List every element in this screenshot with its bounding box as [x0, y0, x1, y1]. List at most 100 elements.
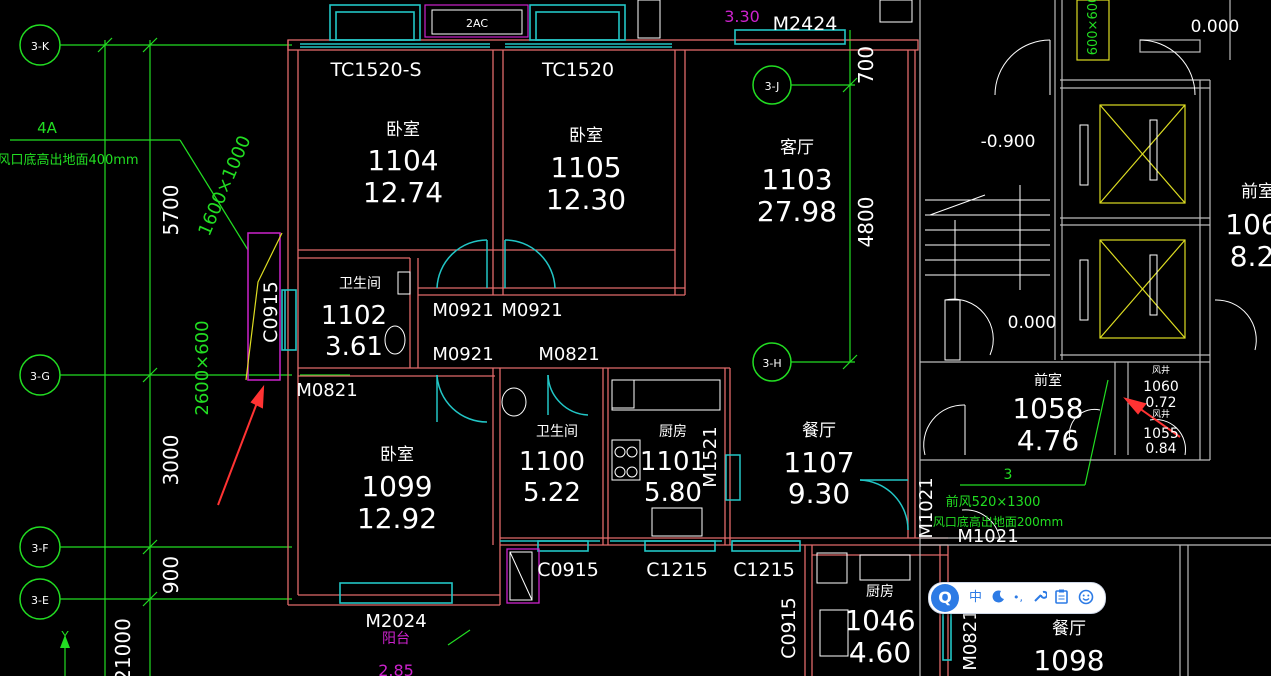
room-1100-area: 5.22: [523, 478, 581, 508]
window-2ac-label: 2AC: [466, 17, 488, 30]
room-1100-name: 卫生间: [536, 424, 578, 440]
room-1099-id: 1099: [361, 470, 432, 503]
window-c0915-b: C0915: [537, 559, 599, 581]
grid-label-3h: 3-H: [762, 357, 781, 370]
clipboard-icon[interactable]: [1055, 589, 1068, 610]
room-1107-name: 餐厅: [802, 421, 836, 441]
dim-3000: 3000: [159, 435, 183, 486]
grid-label-3e: 3-E: [31, 594, 49, 607]
room-1058-id: 1058: [1012, 392, 1083, 425]
shaft-1060-label: 风井: [1152, 364, 1170, 376]
room-1058-area: 4.76: [1017, 424, 1079, 457]
dim-4800: 4800: [854, 197, 878, 248]
vent-label: 4A: [37, 119, 58, 137]
window-tc1520: TC1520: [541, 59, 614, 81]
level-2-85: 2.85: [378, 661, 414, 676]
room-1046-area: 4.60: [849, 636, 911, 669]
shaft-1055-area: 0.84: [1145, 441, 1176, 457]
level-minus-0900: -0.900: [981, 132, 1036, 152]
window-m2424: M2424: [773, 13, 838, 35]
room-1101-area: 5.80: [644, 478, 702, 508]
room-1104-area: 12.74: [363, 176, 443, 209]
room-1098-id: 1098: [1033, 644, 1104, 676]
wrench-icon[interactable]: [1033, 589, 1048, 609]
ime-toolbar[interactable]: Q 中 •,: [928, 582, 1106, 614]
dim-5700: 5700: [159, 185, 183, 236]
room-1102-area: 3.61: [325, 332, 383, 362]
window-c0915-a: C0915: [260, 281, 282, 343]
grid-label-3k: 3-K: [31, 40, 50, 53]
vent-size-1: 1600×1000: [194, 133, 255, 239]
room-1099-name: 卧室: [380, 445, 414, 465]
room-106-name: 前室: [1241, 182, 1271, 202]
dim-900: 900: [159, 556, 183, 594]
room-1101-name: 厨房: [659, 424, 687, 440]
level-3-30: 3.30: [724, 7, 760, 26]
walls: [287, 39, 949, 676]
ime-language-toggle[interactable]: 中: [969, 590, 983, 605]
moon-icon[interactable]: [992, 589, 1006, 609]
punctuation-icon[interactable]: •,: [1013, 591, 1023, 604]
room-1107-id: 1107: [783, 446, 854, 479]
fixtures: [384, 271, 911, 657]
door-m0921-a: M0921: [432, 300, 493, 321]
room-1103-area: 27.98: [757, 195, 837, 228]
magenta-shaft: [506, 548, 540, 604]
room-1103-id: 1103: [761, 163, 832, 196]
room-1105-name: 卧室: [569, 126, 603, 146]
window-magenta-frame: [424, 4, 529, 38]
room-1104-name: 卧室: [386, 120, 420, 140]
room-1046-name: 厨房: [866, 584, 894, 600]
ime-logo[interactable]: Q: [931, 584, 959, 612]
room-1104-id: 1104: [367, 144, 438, 177]
right-size: 前风520×1300: [946, 494, 1041, 510]
smiley-icon[interactable]: [1078, 589, 1094, 611]
vent-shape: [247, 232, 281, 381]
room-1107-area: 9.30: [788, 477, 850, 510]
window-c1215-a: C1215: [646, 559, 708, 581]
room-1098-name: 餐厅: [1052, 619, 1086, 639]
top-cabinet: [879, 0, 913, 23]
vent-note: 风口底高出地面400mm: [0, 152, 139, 168]
vent-size-2: 2600×600: [192, 320, 213, 415]
axis-y-label: Y: [60, 629, 69, 643]
room-1103-name: 客厅: [780, 138, 814, 158]
door-m0821-a: M0821: [296, 380, 357, 401]
dim-700: 700: [854, 46, 878, 84]
room-1099-area: 12.92: [357, 502, 437, 535]
door-m0921-c: M0921: [432, 344, 493, 365]
room-1102-name: 卫生间: [339, 276, 381, 292]
window-600x600: 600×600: [1086, 0, 1101, 55]
dim-21000: 21000: [111, 618, 135, 676]
shaft-1055-label: 风井: [1152, 408, 1170, 420]
grid-label-3j: 3-J: [765, 80, 780, 93]
balcony-label: 阳台: [382, 631, 410, 647]
room-106-area: 8.2: [1230, 240, 1271, 273]
right-num: 3: [1004, 467, 1013, 483]
level-0000-b: 0.000: [1191, 17, 1240, 37]
grid-label-3f: 3-F: [31, 542, 48, 555]
red-arrow-icon: [217, 384, 1181, 506]
door-m0821-b: M0821: [538, 344, 599, 365]
core-doors: [923, 39, 1257, 541]
room-1105-id: 1105: [550, 151, 621, 184]
room-1105-area: 12.30: [546, 183, 626, 216]
window-c0915-c: C0915: [778, 597, 800, 659]
axis-arrow-icon: [60, 635, 70, 648]
room-1102-id: 1102: [321, 301, 387, 331]
room-1058-name: 前室: [1034, 372, 1062, 389]
staircase: [925, 185, 1050, 361]
door-m1021-b: M1021: [957, 526, 1018, 547]
door-m2024: M2024: [365, 611, 426, 632]
elevator-counterweights: [1079, 119, 1158, 321]
door-m0821-c: M0821: [960, 609, 981, 670]
room-1046-id: 1046: [844, 604, 915, 637]
door-m1021-a: M1021: [916, 477, 937, 538]
room-106-id: 106: [1225, 208, 1271, 241]
room-1101-id: 1101: [640, 447, 706, 477]
grid-bubbles: [19, 24, 792, 620]
top-right-shaft: [637, 0, 661, 39]
room-1100-id: 1100: [519, 447, 585, 477]
level-0000-a: 0.000: [1008, 313, 1057, 333]
